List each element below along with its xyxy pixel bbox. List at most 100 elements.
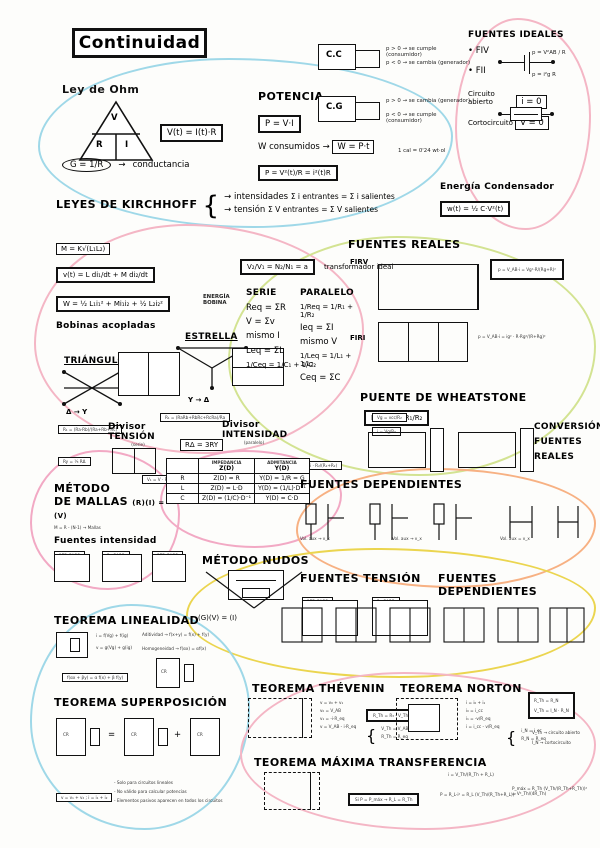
- ohm-triangle: V R I: [78, 100, 154, 162]
- paralelo-column: PARALELO 1/Req = 1/R₁ + 1/R₂ Ieq = ΣI mi…: [300, 288, 360, 383]
- thevenin-line-2: v₁ = -i·R_eq: [320, 716, 345, 721]
- dy-formula-box: R₁ = (Ra·Rb)/(Ra+Rb+Rc): [58, 416, 123, 435]
- transformador-label: transformador ideal: [324, 263, 394, 271]
- ohm-heading: Ley de Ohm: [62, 83, 140, 96]
- linealidad-f1: i = f(Vg) + f(ig): [96, 633, 129, 638]
- ry-formula: Ry = ⅓ RΔ: [58, 457, 91, 466]
- maxima-heading: TEOREMA MÁXIMA TRANSFERENCIA: [254, 756, 487, 769]
- ohm-section: Ley de Ohm: [62, 83, 140, 97]
- nudos-matrix: (G)(V) = (I): [198, 614, 237, 622]
- convention-cg-rule-1: p > 0 → se cambia (generador): [386, 98, 471, 104]
- maxima-f3: P_máx = R_Th (V_Th/(R_Th+R_Th))² = V²_Th…: [512, 786, 588, 796]
- mallas-rule: M = R - (N-1) → Mallas: [54, 525, 101, 530]
- thevenin-brace: { V_Th = V_AB R_Th = R_eq: [366, 722, 408, 744]
- firv-formula-box: p = V_AB·i = Vg²·R/(Rg+R)²: [490, 256, 564, 280]
- brace-icon-2: {: [366, 726, 377, 745]
- mallas-case-1: 1ER CASO: [54, 542, 90, 582]
- nudos-case-1: 1ER CASO: [302, 588, 358, 636]
- conversion-line-2: REALES: [534, 452, 575, 462]
- superposicion-cr-3: CR: [197, 732, 203, 737]
- norton-note-0: V_Th → circuito abierto: [532, 730, 580, 735]
- norton-brace: { i_N = i_cc R_N = R_eq: [506, 724, 546, 746]
- thevenin-brace-1: R_Th = R_eq: [381, 734, 408, 739]
- ohm-triangle-r: R: [96, 140, 103, 150]
- norton-boxed-block: R_Th = R_N V_Th = I_N · R_N: [528, 692, 575, 719]
- potencia-heading: POTENCIA: [258, 90, 324, 103]
- fii-formula: p = i²g R: [532, 72, 556, 78]
- table-row: L Z(D) = L·D Y(D) = (1/L)·D⁻¹: [166, 483, 310, 494]
- kirchhoff-heading: LEYES DE KIRCHHOFF: [56, 198, 198, 211]
- firv-formula: p = V_AB·i = Vg²·R/(Rg+R)²: [490, 259, 564, 280]
- norton-line-1: i₀ = i_cc: [466, 708, 483, 713]
- y-to-delta-label: Y → Δ: [188, 396, 210, 404]
- fuentes-dependientes-diagrams-bottom: [278, 600, 588, 662]
- ry-formula-box: Ry = ⅓ RΔ: [58, 448, 91, 467]
- fuentes-dependientes-heading-top: FUENTES DEPENDIENTES: [300, 478, 463, 491]
- triangulo-heading: TRIÁNGULO: [64, 356, 126, 366]
- maxima-boxed-block: Si P = P_máx → R_L = R_Th: [348, 786, 420, 806]
- paralelo-heading: PARALELO: [300, 288, 354, 298]
- divisor-intensidad-note: (paralelo): [243, 440, 265, 445]
- bobinas-coupled-label: Bobinas acopladas: [56, 321, 156, 331]
- norton-line-0: i = i₀ + i₁: [466, 700, 486, 705]
- mallas-fuentes-intensidad: Fuentes intensidad: [54, 536, 157, 546]
- nudos-heading: MÉTODO NUDOS: [202, 554, 309, 567]
- cal-note: 1 cal = 0'24 wt·ol: [398, 148, 446, 154]
- norton-boxed-1: V_Th = I_N · R_N: [534, 708, 569, 713]
- energia-bobina-label: ENERGÍA BOBINA: [203, 294, 230, 306]
- linealidad-aditividad: Aditividad → f(x+y) = f(x) + f(y): [142, 632, 210, 637]
- impedancia-corner: [166, 458, 199, 474]
- mallas-case-2: 2º CASO: [102, 542, 142, 582]
- rdelta-formula-box: RΔ = 3RY: [180, 432, 224, 451]
- equals-icon: =: [108, 730, 116, 740]
- linealidad-heading: TEOREMA LINEALIDAD: [54, 614, 200, 627]
- norton-note-1: I_N → cortocircuito: [532, 740, 571, 745]
- paralelo-item-4: Ceq = ΣC: [300, 373, 341, 383]
- fuentes-reales-heading: FUENTES REALES: [348, 238, 461, 251]
- fuentes-dependientes-note-2: Vol. aux = v_x: [500, 536, 530, 541]
- impedancia-table-block: IMPEDANCIA Z(D) ADMITANCIA Y(D) R Z(D) =…: [166, 458, 310, 504]
- divisor-tension-block: Divisor TENSIÓN (serie): [108, 422, 168, 447]
- linealidad-boxed-block: f(αx + βy) = α f(x) + β f(y): [62, 664, 129, 683]
- wheatstone-heading: PUENTE DE WHEATSTONE: [360, 391, 527, 404]
- energia-condensador-formula: w(t) = ½ C·V²(t): [440, 201, 511, 217]
- circuito-abierto-label: Circuito abierto: [468, 90, 495, 106]
- transformador-formula: V₂/V₁ = N₂/N₁ = a: [240, 259, 315, 275]
- wheatstone-note-1: Vg = vcc/R₂: [372, 404, 407, 423]
- table-row: C Z(D) = (1/C)·D⁻¹ Y(D) = C·D: [166, 493, 310, 504]
- estrella-heading: ESTRELLA: [185, 332, 238, 342]
- kirchhoff-section: LEYES DE KIRCHHOFF { → intensidades Σ i …: [56, 192, 395, 219]
- thevenin-line-0: v = v₀ + v₁: [320, 700, 344, 705]
- table-row: R Z(D) = R Y(D) = 1/R = G: [166, 473, 310, 484]
- yd-formula: R₁ = (RaRb+RbRc+RcRa)/Ra: [160, 413, 231, 422]
- thevenin-line-1: v₀ = V_AB: [320, 708, 342, 713]
- superposicion-note-2: - Elementos pasivos aparecen en todos lo…: [114, 798, 244, 803]
- conversion-line-0: CONVERSIÓN: [534, 422, 600, 432]
- fiv-label: FIV: [475, 46, 489, 56]
- ohm-triangle-i: I: [125, 140, 129, 150]
- potencia-f3: P = V²(t)/R = i²(t)R: [258, 165, 338, 181]
- firi-label: FIRI: [350, 334, 366, 342]
- brace-icon-3: {: [506, 728, 517, 747]
- norton-line-2: i₁ = -v/R_eq: [466, 716, 491, 721]
- serie-heading: SERIE: [246, 288, 277, 298]
- arrow-icon-3: →: [224, 192, 232, 202]
- linealidad-section: TEOREMA LINEALIDAD: [54, 614, 199, 627]
- firv-label: FIRV: [350, 258, 369, 266]
- superposicion-note-1: - No válido para calcular potencias: [114, 789, 244, 794]
- impedancia-col2-head: ADMITANCIA Y(D): [254, 458, 310, 474]
- norton-line-3: i = i_cc - v/R_eq: [466, 724, 500, 729]
- triangulo-circuit: [60, 366, 135, 410]
- transformador-block: V₂/V₁ = N₂/N₁ = a transformador ideal: [240, 254, 393, 275]
- superposicion-heading: TEOREMA SUPERPOSICIÓN: [54, 696, 228, 709]
- impedancia-z-0: Z(D) = R: [197, 473, 256, 484]
- convention-cg-label: C.G: [326, 102, 343, 112]
- page-title: Continuidad: [78, 33, 201, 53]
- ohm-formula: V(t) = I(t)·R: [160, 124, 224, 142]
- convention-cc-rule-2: p < 0 → se cambia (generador): [386, 60, 471, 66]
- fiv-formula: p = V²AB / R: [532, 50, 566, 56]
- thevenin-lines: v = v₀ + v₁ v₀ = V_AB v₁ = -i·R_eq v = V…: [320, 700, 356, 729]
- norton-heading: TEOREMA NORTON: [400, 682, 522, 695]
- conversion-line-1: FUENTES: [534, 437, 583, 447]
- mallas-matrix: (R)(I) = (V): [54, 499, 165, 520]
